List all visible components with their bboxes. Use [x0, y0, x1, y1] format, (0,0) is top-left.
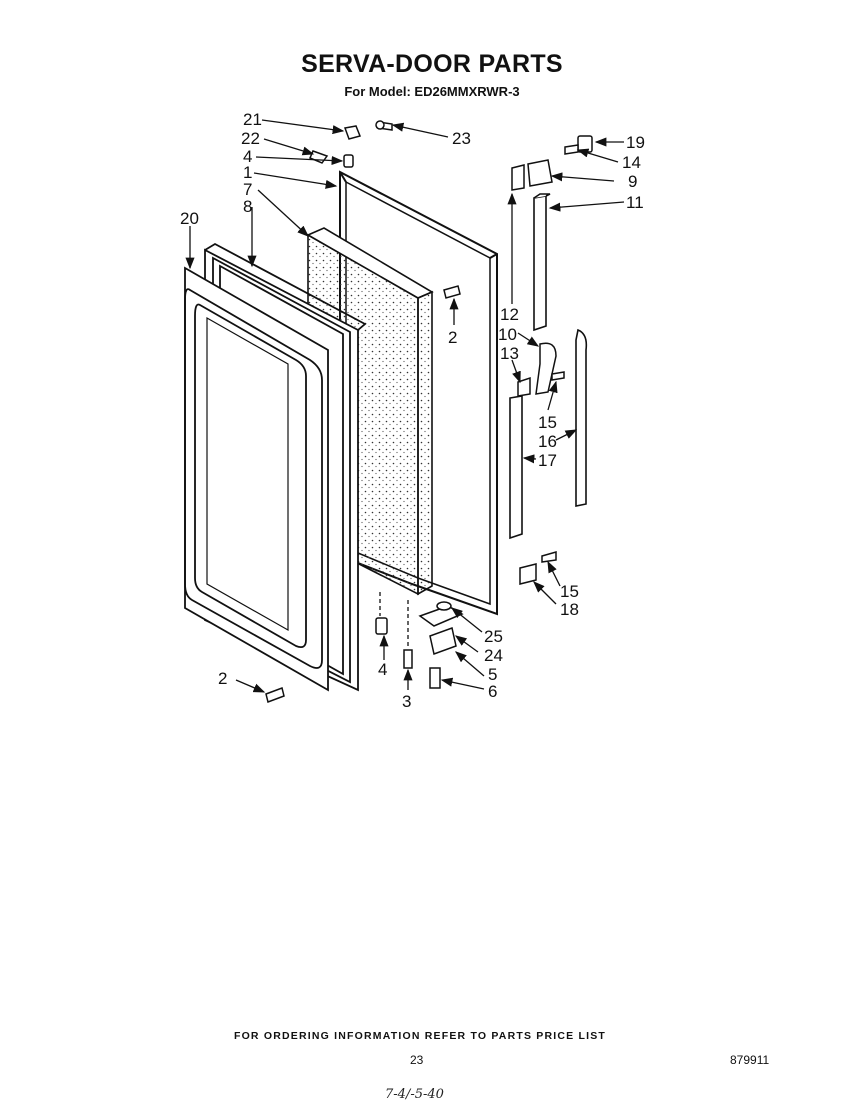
- callout-6: 6: [488, 682, 497, 701]
- callout-10: 10: [498, 325, 517, 344]
- door-screws: [265, 285, 461, 703]
- callout-4-bottom: 4: [378, 660, 387, 679]
- callout-21: 21: [243, 110, 262, 129]
- callout-12: 12: [500, 305, 519, 324]
- callout-16: 16: [538, 432, 557, 451]
- callout-2-upper: 2: [448, 328, 457, 347]
- callout-14: 14: [622, 153, 641, 172]
- model-subtitle: For Model: ED26MMXRWR-3: [344, 84, 520, 99]
- callout-labels: 21 22 4 1 7 8 20 23 19 14 9 11 2 12 10 1…: [180, 110, 645, 711]
- callout-15-upper: 15: [538, 413, 557, 432]
- callout-24: 24: [484, 646, 503, 665]
- callout-leader-lines: [185, 119, 625, 693]
- callout-3: 3: [402, 692, 411, 711]
- callout-18: 18: [560, 600, 579, 619]
- callout-25: 25: [484, 627, 503, 646]
- bottom-hinge-hardware: [375, 601, 464, 689]
- handle-strip-parts: [509, 193, 588, 540]
- callout-19: 19: [626, 133, 645, 152]
- handwritten-note: 7-4/-5-40: [385, 1087, 444, 1102]
- callout-13: 13: [500, 344, 519, 363]
- callout-4-top: 4: [243, 147, 252, 166]
- callout-11: 11: [626, 193, 644, 212]
- callout-20: 20: [180, 209, 199, 228]
- callout-1: 1: [243, 163, 252, 182]
- callout-2-lower: 2: [218, 669, 227, 688]
- upper-handle-bracket: [511, 135, 593, 191]
- ordering-info-note: FOR ORDERING INFORMATION REFER TO PARTS …: [233, 1030, 607, 1042]
- callout-5: 5: [488, 665, 497, 684]
- inner-door-liner: [184, 266, 329, 692]
- callout-22: 22: [241, 129, 260, 148]
- page-number: 23: [410, 1053, 424, 1067]
- callout-15-lower: 15: [560, 582, 579, 601]
- document-code: 879911: [730, 1053, 770, 1067]
- callout-17: 17: [538, 451, 557, 470]
- callout-23: 23: [452, 129, 471, 148]
- callout-9: 9: [628, 172, 637, 191]
- callout-7: 7: [243, 180, 252, 199]
- callout-8: 8: [243, 197, 252, 216]
- page-title: SERVA-DOOR PARTS: [301, 50, 563, 78]
- lower-handle-bracket: [517, 342, 565, 585]
